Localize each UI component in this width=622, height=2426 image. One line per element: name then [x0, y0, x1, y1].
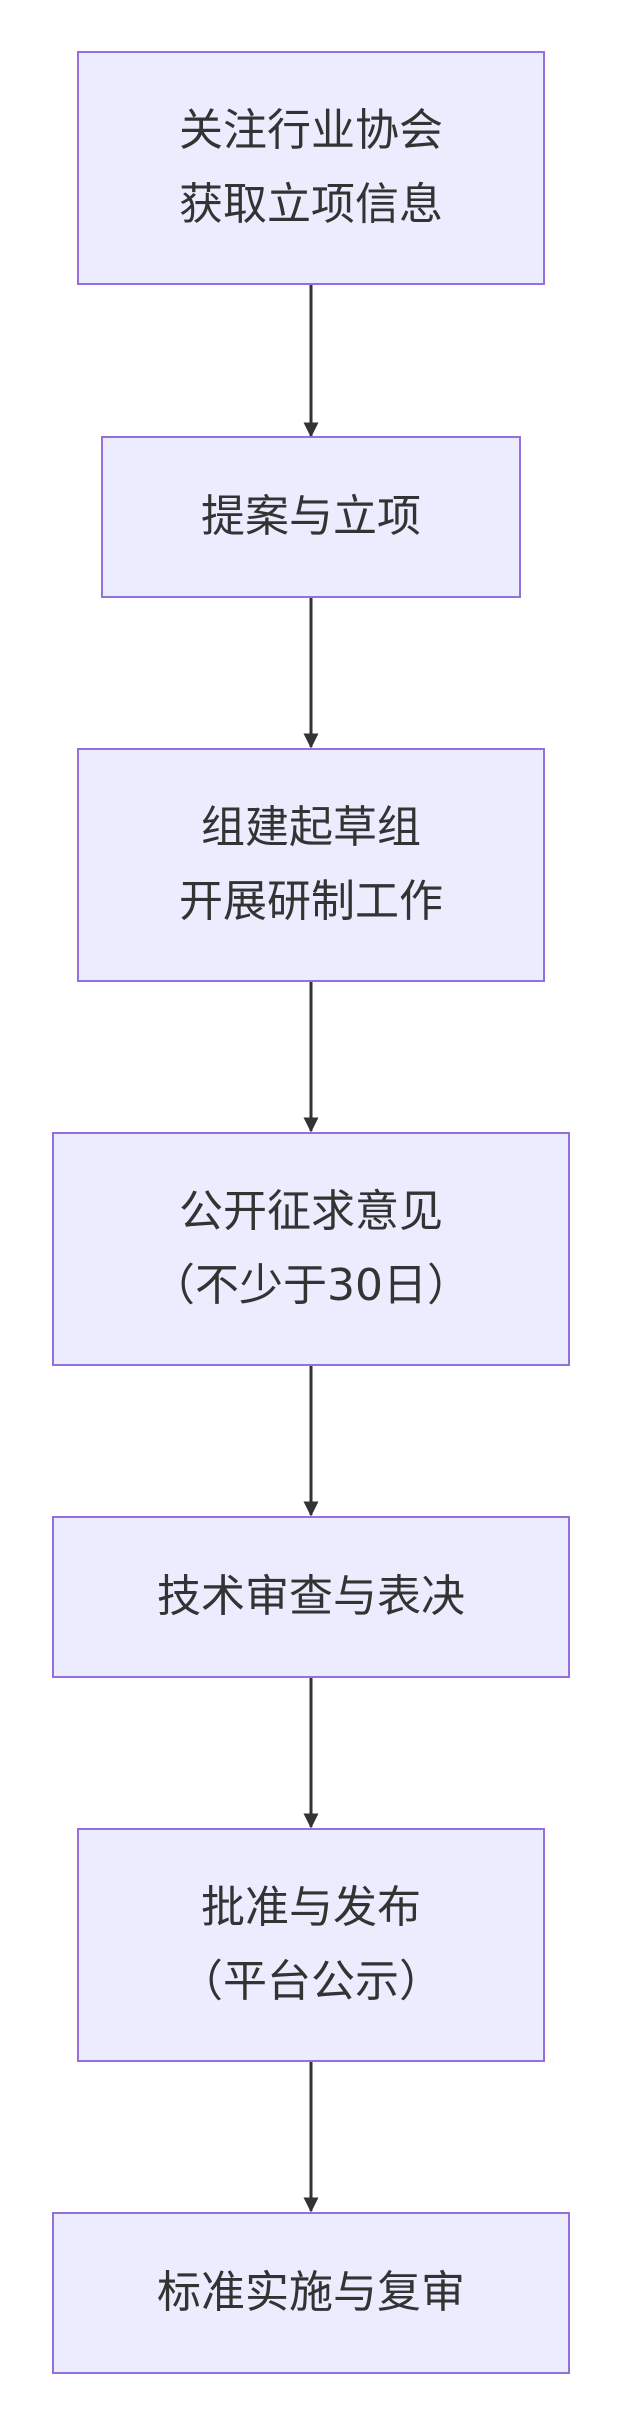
node-label: 批准与发布 （平台公示）: [179, 1882, 443, 2007]
node-review-vote: 技术审查与表决: [52, 1516, 570, 1678]
node-public-comment: 公开征求意见 （不少于30日）: [52, 1132, 570, 1366]
node-label: 公开征求意见 （不少于30日）: [151, 1186, 471, 1311]
node-drafting: 组建起草组 开展研制工作: [77, 748, 545, 982]
node-implement-review: 标准实施与复审: [52, 2212, 570, 2374]
node-label: 技术审查与表决: [157, 1571, 465, 1622]
node-approve-publish: 批准与发布 （平台公示）: [77, 1828, 545, 2062]
node-label: 关注行业协会 获取立项信息: [179, 105, 443, 230]
node-proposal: 提案与立项: [101, 436, 521, 598]
node-label: 标准实施与复审: [157, 2267, 465, 2318]
node-watch-associations: 关注行业协会 获取立项信息: [77, 51, 545, 285]
node-label: 提案与立项: [201, 491, 421, 542]
node-label: 组建起草组 开展研制工作: [179, 802, 443, 927]
